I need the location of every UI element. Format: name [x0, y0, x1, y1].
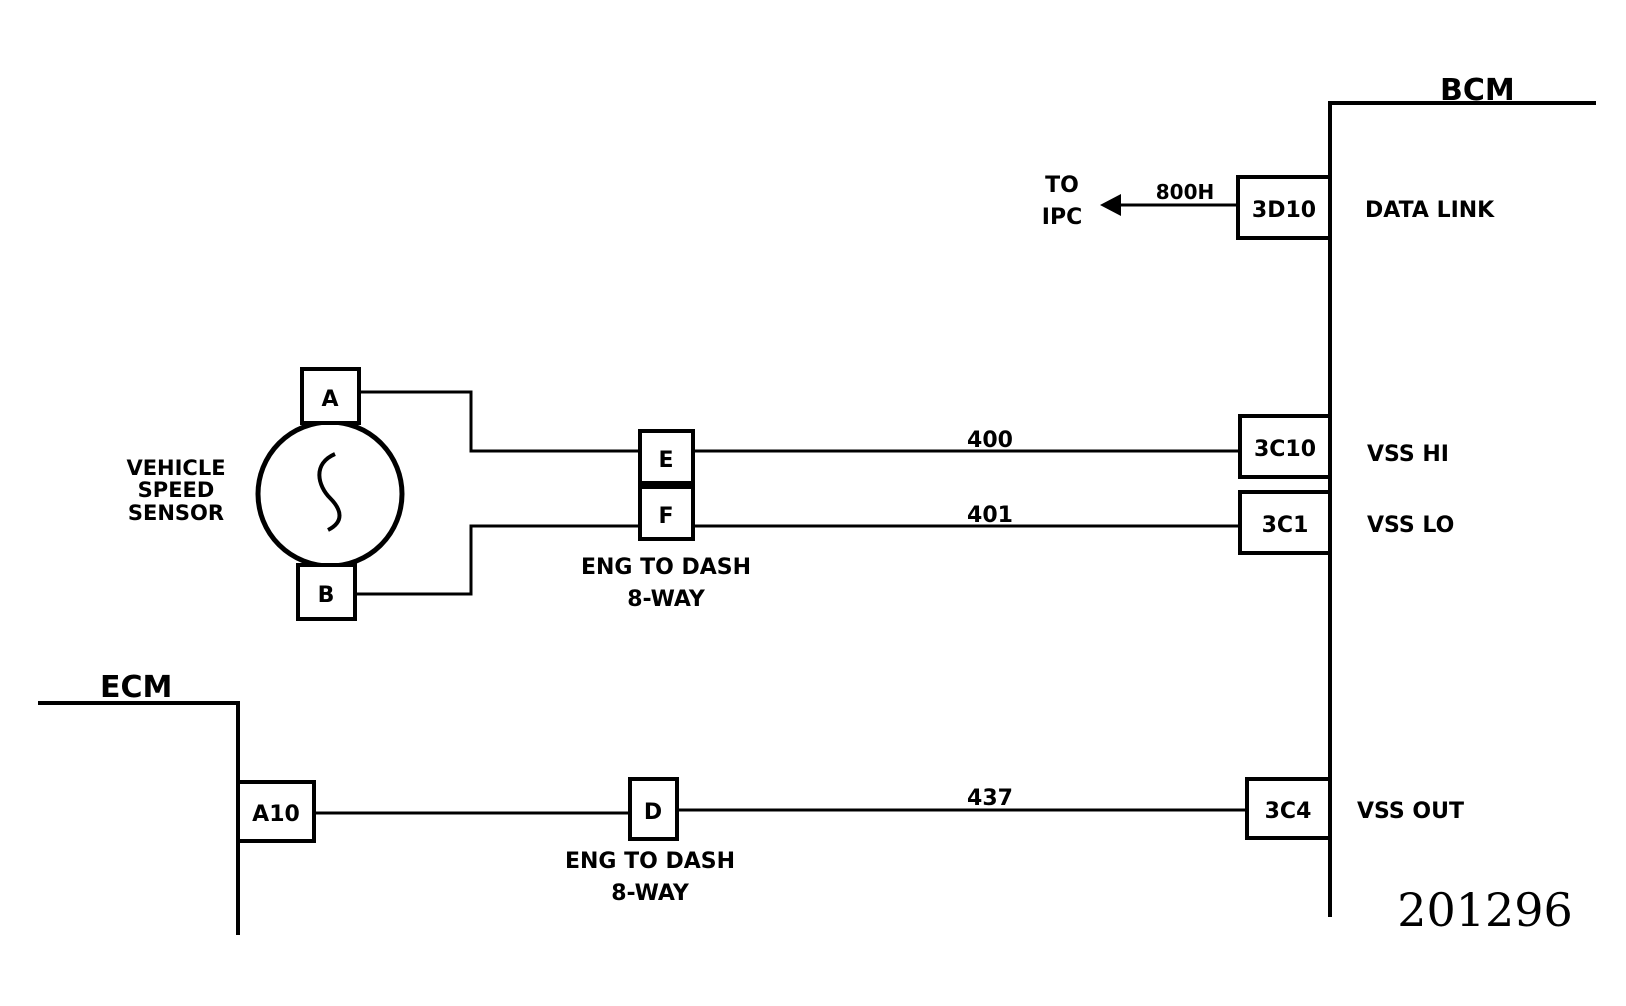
connector-pin-e-label: E — [658, 448, 673, 473]
wire-sensor-b — [355, 524, 640, 596]
pin-3d10-label: 3D10 — [1252, 198, 1316, 223]
ecm-pin-a10: A10 — [236, 780, 316, 843]
pin-a10-label: A10 — [252, 802, 300, 827]
wire-800h-label: 800H — [1156, 180, 1215, 204]
vehicle-speed-sensor: A B VEHICLE SPEED SENSOR — [126, 367, 405, 621]
pin-3c10-label: 3C10 — [1254, 437, 1316, 462]
signal-vss-out: VSS OUT — [1357, 799, 1464, 824]
connector-pin-f-label: F — [658, 504, 673, 529]
connector-lower-line1: ENG TO DASH — [565, 849, 735, 874]
pin-3c4-label: 3C4 — [1265, 799, 1312, 824]
data-link-circuit: 800H TO IPC — [1042, 173, 1238, 230]
sensor-label-line3: SENSOR — [128, 501, 224, 525]
figure-number: 201296 — [1397, 883, 1573, 937]
bcm-module: BCM — [1328, 73, 1596, 917]
bcm-pin-3d10: 3D10 — [1236, 175, 1332, 240]
sine-wave-icon — [317, 452, 342, 532]
pin-3c1-label: 3C1 — [1262, 513, 1309, 538]
connector-upper-line2: 8-WAY — [627, 587, 706, 612]
connector-eng-to-dash-lower: D ENG TO DASH 8-WAY — [565, 777, 735, 906]
signal-vss-lo: VSS LO — [1367, 513, 1454, 538]
connector-lower-line2: 8-WAY — [611, 881, 690, 906]
ipc-to-label: TO — [1045, 173, 1079, 198]
wire-400-label: 400 — [967, 428, 1013, 453]
sensor-pin-a-label: A — [321, 387, 338, 412]
sensor-label-line1: VEHICLE — [126, 456, 225, 480]
connector-pin-d-label: D — [644, 800, 662, 825]
sensor-label-line2: SPEED — [138, 478, 215, 502]
sensor-pin-b-label: B — [318, 583, 335, 608]
wire-sensor-a — [359, 390, 640, 453]
bcm-pin-3c4: 3C4 — [1245, 777, 1332, 840]
connector-upper-line1: ENG TO DASH — [581, 555, 751, 580]
wire-437-label: 437 — [967, 786, 1013, 811]
ecm-module: ECM — [38, 670, 240, 935]
bcm-pin-3c1: 3C1 — [1238, 490, 1332, 555]
bcm-label: BCM — [1440, 73, 1515, 108]
signal-vss-hi: VSS HI — [1367, 442, 1449, 467]
bcm-pin-3c10: 3C10 — [1238, 414, 1332, 479]
signal-data-link: DATA LINK — [1365, 198, 1495, 223]
ipc-label: IPC — [1042, 205, 1082, 230]
sensor-symbol — [255, 419, 405, 569]
arrow-left-icon — [1100, 194, 1121, 216]
ecm-label: ECM — [100, 670, 172, 705]
wire-401-label: 401 — [967, 503, 1013, 528]
connector-eng-to-dash-upper: E F ENG TO DASH 8-WAY — [581, 429, 751, 612]
